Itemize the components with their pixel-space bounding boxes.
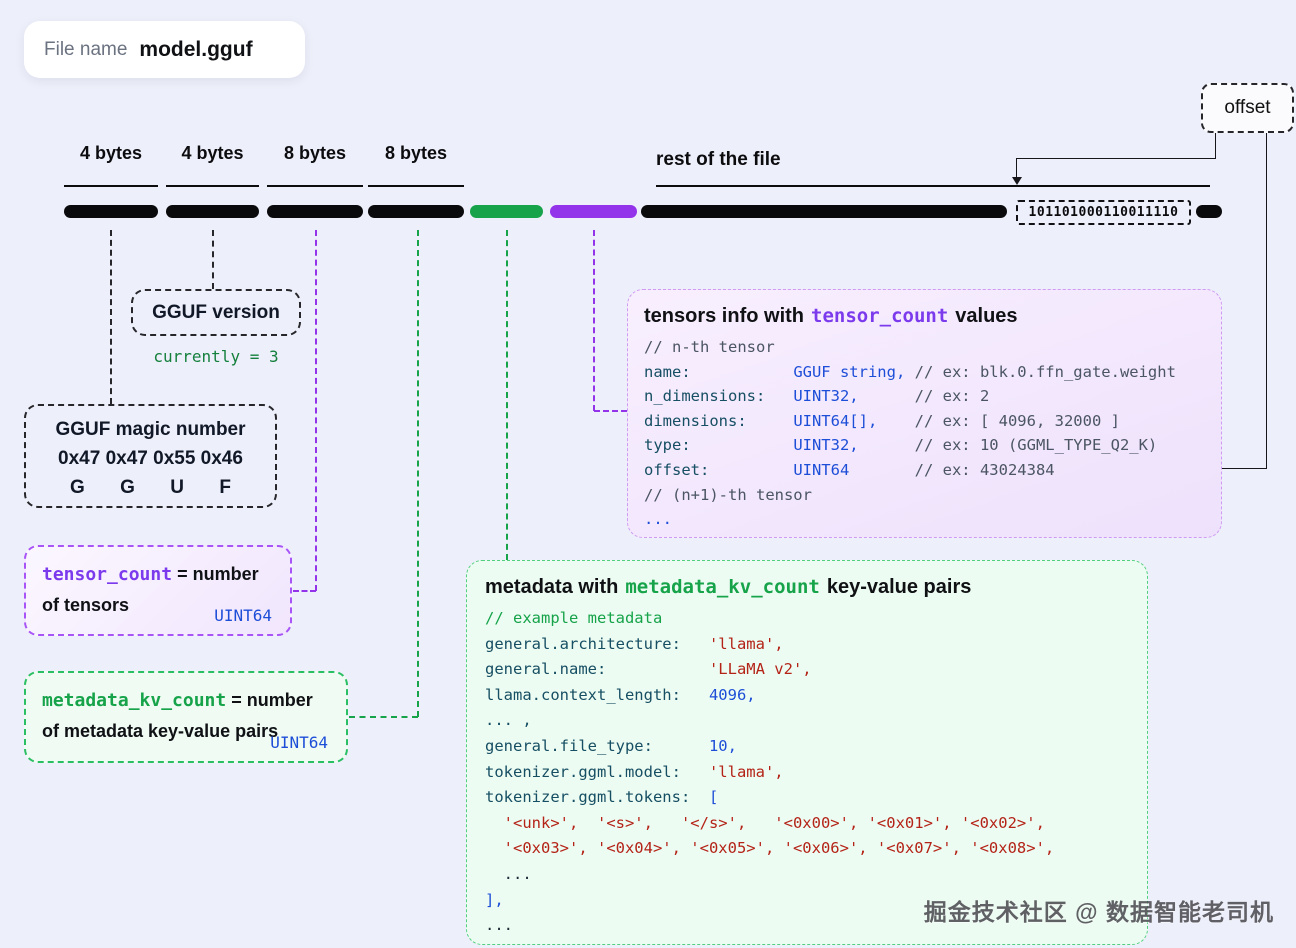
metadata-kv-count-code: metadata_kv_count (42, 690, 227, 711)
gguf-version-note: currently = 3 (153, 347, 279, 366)
tensors-title-pre: tensors info with (644, 305, 804, 327)
metadata-box: metadata with metadata_kv_count key-value … (466, 560, 1148, 945)
offset-callout-label: offset (1224, 97, 1271, 118)
gguf-magic-title: GGUF magic number (55, 419, 246, 440)
bar-tensors-info-segment (550, 205, 637, 218)
bar-end-segment (1196, 205, 1222, 218)
metadata-connector (506, 230, 508, 560)
rest-of-file-label: rest of the file (656, 149, 781, 170)
segment-label-2: 4 bytes (181, 143, 244, 163)
metadata-title-pre: metadata with (485, 576, 619, 598)
offset-connector-v2 (1016, 158, 1017, 179)
kv-count-connector-v (417, 230, 419, 717)
segment-label-1: 4 bytes (79, 143, 143, 163)
magic-char-u: U (170, 477, 185, 498)
binary-data-box: 101101000110011110 (1016, 200, 1191, 225)
tensor-count-eq: = number (177, 564, 259, 584)
bar-rest-of-file-segment (641, 205, 1007, 218)
tensors-info-connector-h (594, 410, 627, 412)
rest-of-file-tick (656, 185, 1210, 187)
tensor-count-type: UINT64 (214, 606, 272, 625)
bar-magic-segment (64, 205, 158, 218)
segment-tick-1 (64, 185, 158, 187)
binary-data-value: 101101000110011110 (1028, 205, 1179, 220)
bar-version-segment (166, 205, 259, 218)
version-connector (212, 230, 214, 289)
gguf-version-title: GGUF version (152, 301, 280, 323)
tensor-count-code: tensor_count (42, 564, 173, 585)
metadata-kv-count-eq: = number (231, 690, 313, 710)
offset-connector-h1 (1016, 158, 1216, 159)
watermark: 掘金技术社区 @ 数据智能老司机 (923, 899, 1274, 925)
offset-code-connector-h (1205, 468, 1267, 469)
offset-callout-box: offset (1201, 83, 1294, 133)
magic-char-g2: G (120, 477, 135, 498)
tensors-title-code: tensor_count (811, 305, 949, 327)
segment-tick-4 (368, 185, 464, 187)
magic-char-g1: G (70, 477, 85, 498)
file-name-label: File name (44, 38, 128, 60)
offset-connector-v1 (1215, 133, 1216, 159)
segment-tick-2 (166, 185, 259, 187)
tensor-count-line2: of tensors (42, 595, 130, 615)
gguf-magic-chars: G G U F (26, 473, 275, 503)
segment-label-3: 8 bytes (283, 143, 347, 163)
tensor-count-connector-v (315, 230, 317, 591)
segment-label-4: 8 bytes (384, 143, 448, 163)
file-name-pill: File name model.gguf (24, 21, 305, 78)
metadata-kv-count-line2: of metadata key-value pairs (42, 721, 279, 741)
file-name-value: model.gguf (139, 37, 253, 61)
magic-connector (110, 230, 112, 404)
magic-char-f: F (219, 477, 231, 498)
tensors-info-connector-v (593, 230, 595, 411)
gguf-magic-box: GGUF magic number 0x47 0x47 0x55 0x46 G … (24, 404, 277, 508)
metadata-title-post: key-value pairs (826, 576, 972, 598)
offset-code-connector-v (1266, 133, 1267, 469)
bar-metadata-kv-count-segment (368, 205, 464, 218)
bar-tensor-count-segment (267, 205, 363, 218)
tensors-info-title: tensors info with tensor_count values (644, 302, 1205, 330)
kv-count-connector-h (349, 716, 418, 718)
metadata-kv-count-box: metadata_kv_count = number of metadata k… (24, 671, 348, 763)
tensors-info-box: tensors info with tensor_count values // n… (627, 289, 1222, 538)
tensor-count-connector-h (293, 590, 316, 592)
metadata-title-code: metadata_kv_count (625, 576, 820, 598)
metadata-kv-count-type: UINT64 (270, 733, 328, 752)
metadata-title: metadata with metadata_kv_count key-value … (485, 573, 1129, 601)
bar-metadata-segment (470, 205, 543, 218)
tensor-count-box: tensor_count = number of tensors UINT64 (24, 545, 292, 636)
tensors-title-post: values (955, 305, 1018, 327)
offset-arrow-down-icon (1012, 177, 1022, 185)
gguf-version-box: GGUF version (131, 289, 301, 336)
gguf-magic-hex: 0x47 0x47 0x55 0x46 (58, 448, 243, 469)
segment-tick-3 (267, 185, 363, 187)
